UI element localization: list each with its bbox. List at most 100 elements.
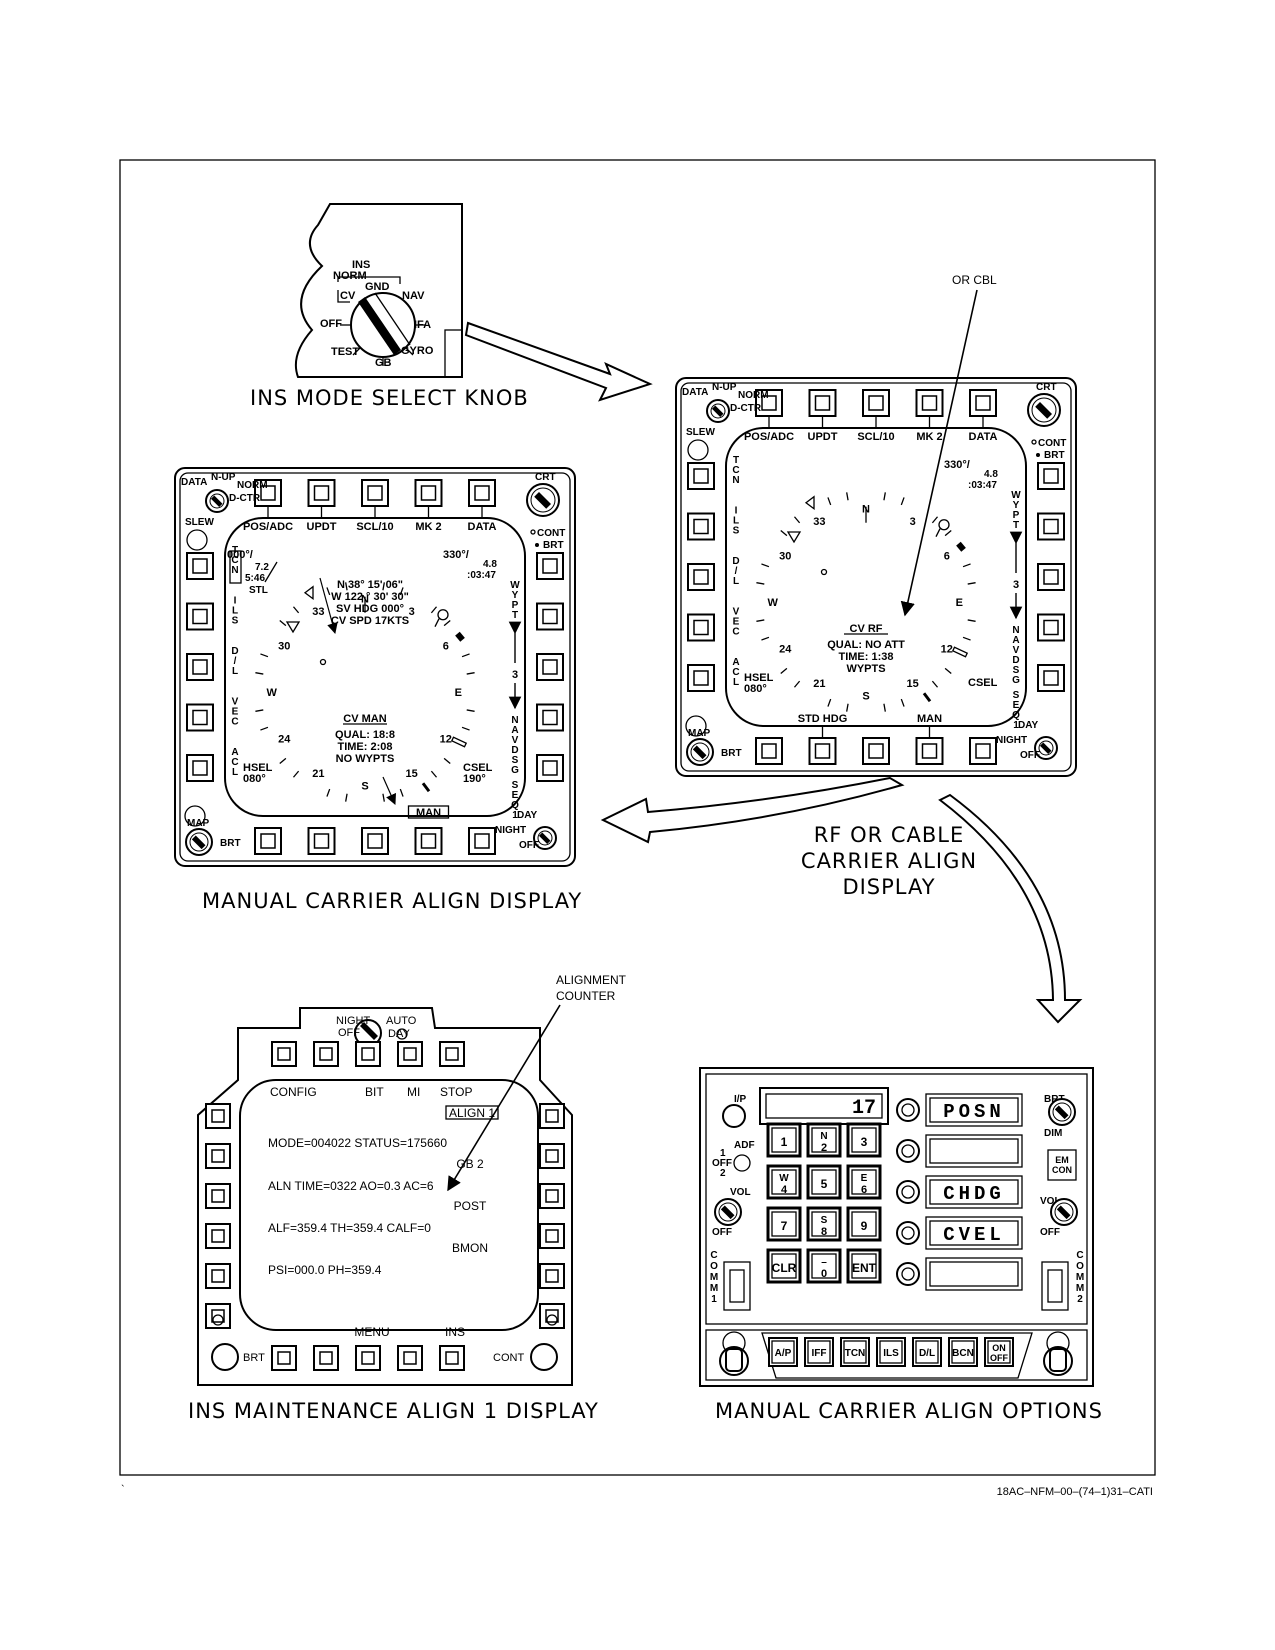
ddi-rf-right-button-2[interactable] <box>1037 512 1065 541</box>
ufc-key-8[interactable]: S8 <box>806 1206 842 1242</box>
ddi-rf-right-button-3[interactable] <box>1037 563 1065 591</box>
ddi-manual-day-night-knob[interactable] <box>533 826 557 850</box>
ddi-rf-map-knob[interactable] <box>686 738 714 766</box>
ddi-rf-bottom-button-4[interactable] <box>915 737 944 765</box>
ddi-rf-top-button-4[interactable] <box>915 389 944 417</box>
ddi-manual-left-button-3[interactable] <box>186 653 214 681</box>
ufc-ip-button[interactable] <box>722 1104 746 1128</box>
ddi-manual-right-button-3[interactable] <box>536 653 564 681</box>
ddi-manual-nup-knob[interactable] <box>205 489 229 513</box>
ufc-vol1-knob[interactable] <box>714 1198 742 1226</box>
ufc-function-key-ils[interactable]: ILS <box>876 1337 906 1367</box>
ins-right-button-3[interactable] <box>539 1183 565 1209</box>
ufc-brt-knob[interactable] <box>1048 1098 1076 1126</box>
ddi-manual-bottom-button-2[interactable] <box>307 827 336 855</box>
ufc-function-key-tcn[interactable]: TCN <box>840 1337 870 1367</box>
ufc-vol2-knob[interactable] <box>1050 1198 1078 1226</box>
ufc-key-4[interactable]: W4 <box>766 1164 802 1200</box>
ddi-manual-right-button-5[interactable] <box>536 754 564 782</box>
ins-top-button-5[interactable] <box>439 1041 465 1067</box>
ufc-option-button-1[interactable] <box>896 1098 920 1122</box>
ddi-rf-left-button-1[interactable] <box>687 462 715 490</box>
ins-bottom-button-2[interactable] <box>313 1345 339 1371</box>
ddi-manual-left-button-2[interactable] <box>186 602 214 631</box>
ddi-manual-crt-knob[interactable] <box>526 483 560 517</box>
ddi-manual-left-button-4[interactable] <box>186 703 214 732</box>
ddi-rf-day-night-knob[interactable] <box>1034 736 1058 760</box>
ddi-manual-bottom-button-4[interactable] <box>414 827 443 855</box>
ddi-rf-left-button-4[interactable] <box>687 613 715 642</box>
ufc-option-button-3[interactable] <box>896 1180 920 1204</box>
ddi-manual-left-button-1[interactable] <box>186 552 214 580</box>
ufc-comm1-knob[interactable] <box>723 1261 751 1311</box>
ddi-rf-bottom-button-5[interactable] <box>969 737 997 765</box>
ufc-key-6[interactable]: E6 <box>846 1164 882 1200</box>
ddi-rf-top-button-3[interactable] <box>862 389 890 417</box>
ins-right-button-4[interactable] <box>539 1223 565 1249</box>
ddi-rf-nup-knob[interactable] <box>706 399 730 423</box>
ddi-rf-slew-button[interactable] <box>687 439 709 461</box>
ddi-rf-bottom-button-1[interactable] <box>755 737 783 765</box>
ddi-manual-left-button-5[interactable] <box>186 754 214 782</box>
ddi-manual-slew-button[interactable] <box>186 529 208 551</box>
ddi-rf-right-button-1[interactable] <box>1037 462 1065 490</box>
ins-right-button-6[interactable] <box>539 1303 565 1329</box>
ddi-rf-crt-knob[interactable] <box>1027 393 1061 427</box>
ins-cont-knob[interactable] <box>530 1343 558 1371</box>
ins-top-button-3[interactable] <box>355 1041 381 1067</box>
ufc-emcon-button[interactable] <box>1047 1149 1077 1181</box>
ddi-manual-top-button-4[interactable] <box>414 479 443 507</box>
ufc-option-button-5[interactable] <box>896 1262 920 1286</box>
ufc-key-clr[interactable]: CLR <box>766 1248 802 1284</box>
ddi-rf-left-button-2[interactable] <box>687 512 715 541</box>
ufc-key-ent[interactable]: ENT <box>846 1248 882 1284</box>
ufc-function-key-iff[interactable]: IFF <box>804 1337 834 1367</box>
ddi-manual-right-button-4[interactable] <box>536 703 564 732</box>
ufc-key-1[interactable]: 1 <box>766 1122 802 1158</box>
ins-left-button-4[interactable] <box>205 1223 231 1249</box>
ddi-manual-right-button-1[interactable] <box>536 552 564 580</box>
ddi-rf-left-button-3[interactable] <box>687 563 715 591</box>
ins-top-button-1[interactable] <box>271 1041 297 1067</box>
ufc-function-key-bcn[interactable]: BCN <box>948 1337 978 1367</box>
ins-bottom-button-1[interactable] <box>271 1345 297 1371</box>
ins-bottom-button-4[interactable] <box>397 1345 423 1371</box>
ufc-key-9[interactable]: 9 <box>846 1206 882 1242</box>
ufc-option-button-2[interactable] <box>896 1139 920 1163</box>
ddi-manual-bottom-button-1[interactable] <box>254 827 282 855</box>
ddi-manual-top-button-2[interactable] <box>307 479 336 507</box>
ins-left-button-1[interactable] <box>205 1103 231 1129</box>
ddi-rf-top-button-5[interactable] <box>969 389 997 417</box>
ddi-rf-bottom-button-3[interactable] <box>862 737 890 765</box>
ddi-rf-left-button-5[interactable] <box>687 664 715 692</box>
ins-brt-knob[interactable] <box>211 1343 239 1371</box>
ddi-manual-bottom-button-3[interactable] <box>361 827 389 855</box>
ufc-function-key-dl[interactable]: D/L <box>912 1337 942 1367</box>
ufc-key-5[interactable]: 5 <box>806 1164 842 1200</box>
ufc-key-7[interactable]: 7 <box>766 1206 802 1242</box>
ddi-manual-top-button-5[interactable] <box>468 479 496 507</box>
ufc-comm2-knob[interactable] <box>1041 1261 1069 1311</box>
ins-right-button-1[interactable] <box>539 1103 565 1129</box>
ins-right-button-2[interactable] <box>539 1143 565 1169</box>
ufc-key-2[interactable]: N2 <box>806 1122 842 1158</box>
ins-top-button-2[interactable] <box>313 1041 339 1067</box>
ufc-toggle-lever-2[interactable] <box>1043 1331 1073 1376</box>
ddi-rf-right-button-5[interactable] <box>1037 664 1065 692</box>
ins-left-button-5[interactable] <box>205 1263 231 1289</box>
ins-left-button-6[interactable] <box>205 1303 231 1329</box>
ddi-rf-top-button-2[interactable] <box>808 389 837 417</box>
ins-top-button-4[interactable] <box>397 1041 423 1067</box>
ins-right-button-5[interactable] <box>539 1263 565 1289</box>
ins-left-button-3[interactable] <box>205 1183 231 1209</box>
ins-left-button-2[interactable] <box>205 1143 231 1169</box>
ddi-manual-bottom-button-5[interactable] <box>468 827 496 855</box>
ufc-toggle-lever-1[interactable] <box>719 1331 749 1376</box>
ddi-rf-right-button-4[interactable] <box>1037 613 1065 642</box>
ufc-key-0[interactable]: –0 <box>806 1248 842 1284</box>
ufc-adf-switch[interactable] <box>733 1154 751 1172</box>
ufc-function-key-ap[interactable]: A/P <box>768 1337 798 1367</box>
ddi-rf-bottom-button-2[interactable] <box>808 737 837 765</box>
ufc-option-button-4[interactable] <box>896 1221 920 1245</box>
